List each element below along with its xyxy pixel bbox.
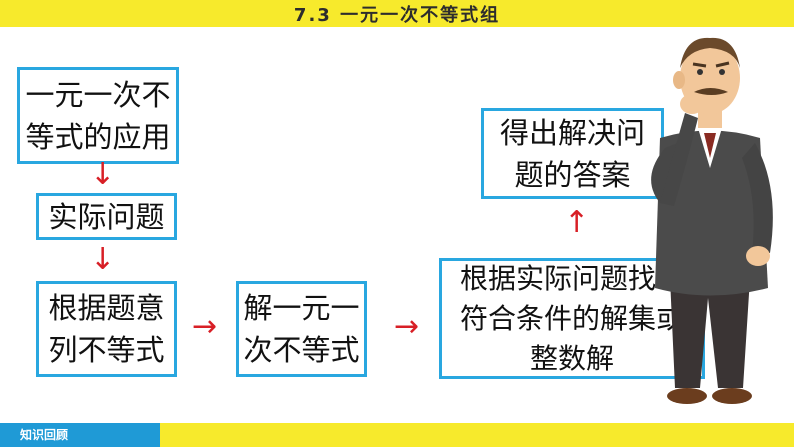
- arrow-up: ↑: [564, 205, 590, 240]
- flow-box-application-line2: 等式的应用: [25, 119, 171, 154]
- thinking-man-illustration: [651, 37, 773, 404]
- flow-box-answer-line1: 得出解决问: [499, 115, 645, 150]
- page-title: 7.3 一元一次不等式组: [293, 4, 501, 26]
- arrow-down-2: ↓: [90, 242, 116, 277]
- flow-box-real-problem: 实际问题: [36, 193, 177, 240]
- flow-box-answer: 得出解决问 题的答案: [481, 108, 664, 199]
- flow-box-application: 一元一次不 等式的应用: [17, 67, 179, 164]
- flow-box-set-inequality-line1: 根据题意: [48, 291, 165, 325]
- header-bar: 7.3 一元一次不等式组: [0, 0, 794, 27]
- flow-box-application-line1: 一元一次不: [25, 77, 171, 112]
- flow-box-answer-line2: 题的答案: [514, 157, 631, 192]
- flow-box-solve-inequality-line2: 次不等式: [243, 333, 360, 367]
- flow-box-find-solution-line2: 符合条件的解集或: [459, 301, 684, 335]
- footer-tab[interactable]: 知识回顾: [0, 423, 160, 447]
- flow-box-real-problem-label: 实际问题: [48, 199, 165, 234]
- arrow-down-1: ↓: [90, 157, 116, 192]
- flow-box-find-solution-line1: 根据实际问题找出: [459, 261, 684, 295]
- flow-box-solve-inequality: 解一元一 次不等式: [236, 281, 367, 377]
- flow-box-set-inequality: 根据题意 列不等式: [36, 281, 177, 377]
- footer-tab-label: 知识回顾: [20, 428, 69, 442]
- arrow-right-2: →: [394, 309, 420, 344]
- flow-box-solve-inequality-line1: 解一元一: [243, 291, 360, 325]
- flow-box-find-solution-line3: 整数解: [529, 341, 614, 375]
- flow-box-set-inequality-line2: 列不等式: [48, 333, 165, 367]
- arrow-right-1: →: [192, 309, 218, 344]
